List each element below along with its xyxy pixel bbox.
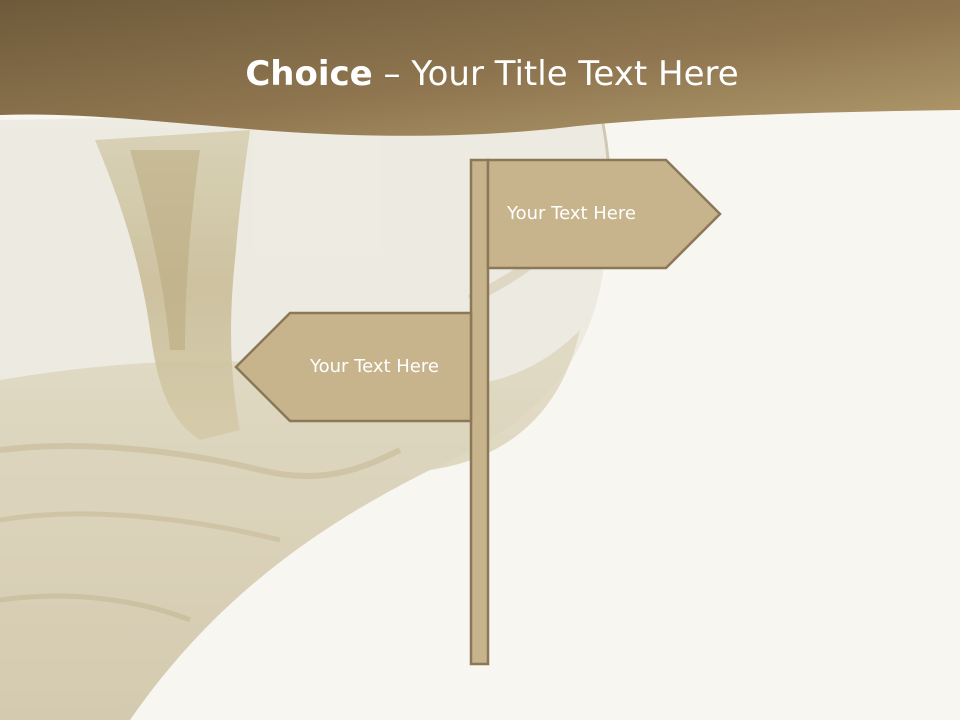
sign-left-arrow [234, 311, 473, 423]
signpost [234, 158, 722, 666]
sign-right-arrow [486, 158, 722, 270]
title-rest: – Your Title Text Here [372, 54, 739, 94]
sign-left-text: Your Text Here [310, 356, 439, 377]
slide-title: Choice – Your Title Text Here [0, 52, 960, 96]
sign-right-text: Your Text Here [507, 203, 636, 224]
header-band [0, 0, 960, 136]
title-bold: Choice [245, 54, 373, 94]
signpost-pole [469, 158, 490, 666]
